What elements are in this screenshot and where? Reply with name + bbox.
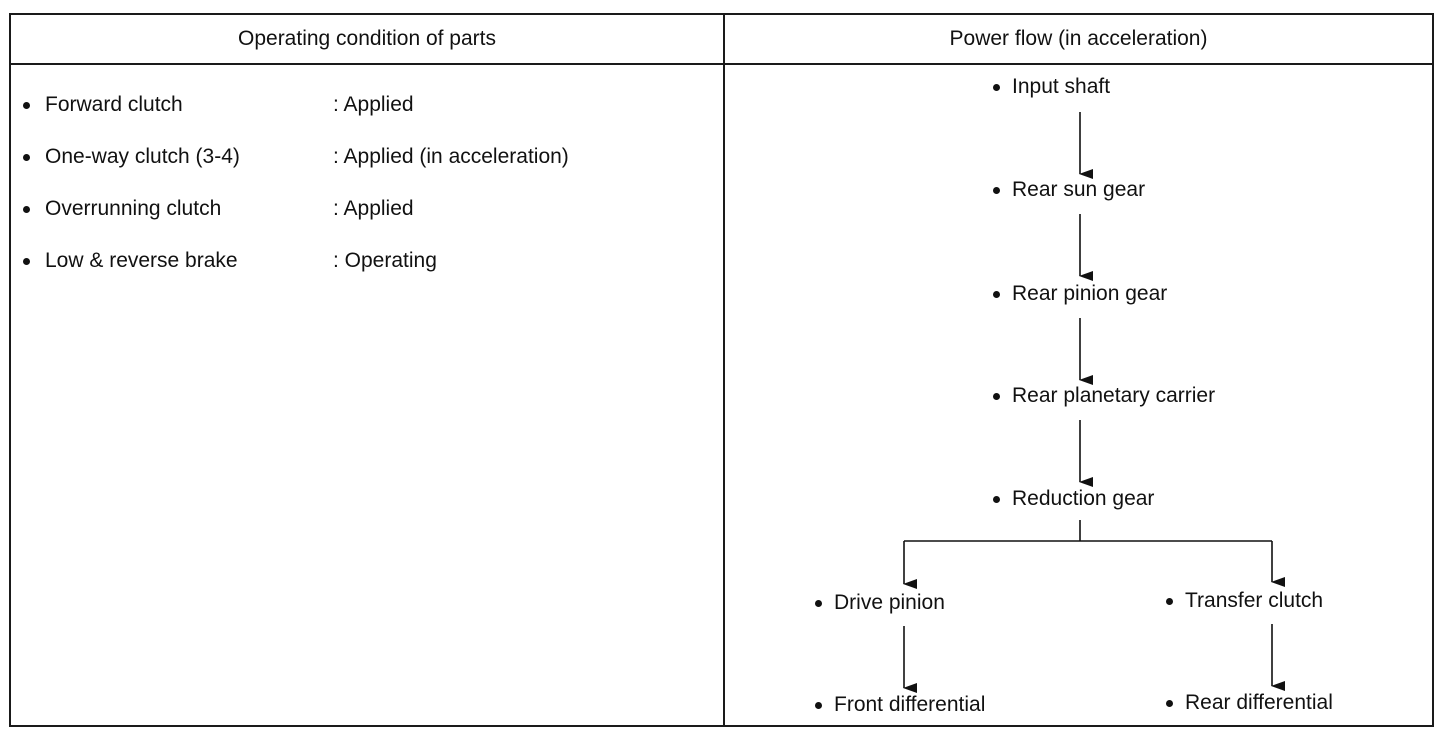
operating-condition-list: Forward clutch : Applied One-way clutch … (23, 79, 713, 287)
condition-part-name: Low & reverse brake (45, 249, 238, 272)
condition-state: : Applied (333, 197, 414, 220)
bullet-dot-icon (23, 205, 30, 213)
flow-node-label: Drive pinion (834, 591, 945, 614)
flow-node-drive-pinion: Drive pinion (815, 591, 945, 615)
bullet-dot-icon (23, 257, 30, 265)
flow-node-transfer-clutch: Transfer clutch (1166, 589, 1323, 613)
flow-node-reduction-gear: Reduction gear (993, 487, 1154, 511)
flow-node-label: Input shaft (1012, 75, 1111, 98)
flow-node-label: Reduction gear (1012, 487, 1155, 510)
bullet-dot-icon (815, 599, 822, 607)
column-divider (723, 15, 725, 725)
condition-state: : Applied (in acceleration) (333, 145, 569, 168)
flow-node-front-differential: Front differential (815, 693, 985, 717)
bullet-dot-icon (993, 495, 1000, 503)
bullet-dot-icon (23, 101, 30, 109)
header-divider (11, 63, 1432, 65)
power-flow-table: Operating condition of parts Power flow … (9, 13, 1434, 727)
condition-forward-clutch: Forward clutch : Applied (23, 79, 713, 131)
flow-node-rear-planetary-carrier: Rear planetary carrier (993, 384, 1215, 408)
condition-part-name: Overrunning clutch (45, 197, 222, 220)
flow-node-label: Transfer clutch (1185, 589, 1324, 612)
bullet-dot-icon (1166, 699, 1173, 707)
flow-node-label: Front differential (834, 693, 986, 716)
bullet-dot-icon (993, 83, 1000, 91)
bullet-dot-icon (993, 392, 1000, 400)
bullet-dot-icon (993, 186, 1000, 194)
right-column-header: Power flow (in acceleration) (949, 27, 1208, 50)
flow-node-rear-pinion-gear: Rear pinion gear (993, 282, 1167, 306)
flow-node-label: Rear pinion gear (1012, 282, 1168, 305)
bullet-dot-icon (815, 701, 822, 709)
condition-one-way-clutch: One-way clutch (3-4) : Applied (in accel… (23, 131, 713, 183)
flow-node-rear-sun-gear: Rear sun gear (993, 178, 1145, 202)
flow-node-label: Rear sun gear (1012, 178, 1146, 201)
condition-part-name: One-way clutch (3-4) (45, 145, 240, 168)
flow-node-rear-differential: Rear differential (1166, 691, 1333, 715)
condition-state: : Operating (333, 249, 437, 272)
flow-node-label: Rear differential (1185, 691, 1333, 714)
condition-state: : Applied (333, 93, 414, 116)
condition-low-reverse-brake: Low & reverse brake : Operating (23, 235, 713, 287)
bullet-dot-icon (1166, 597, 1173, 605)
bullet-dot-icon (23, 153, 30, 161)
condition-part-name: Forward clutch (45, 93, 183, 116)
flow-node-label: Rear planetary carrier (1012, 384, 1216, 407)
bullet-dot-icon (993, 290, 1000, 298)
left-column-header: Operating condition of parts (238, 27, 496, 50)
condition-overrunning-clutch: Overrunning clutch : Applied (23, 183, 713, 235)
flow-node-input-shaft: Input shaft (993, 75, 1110, 99)
